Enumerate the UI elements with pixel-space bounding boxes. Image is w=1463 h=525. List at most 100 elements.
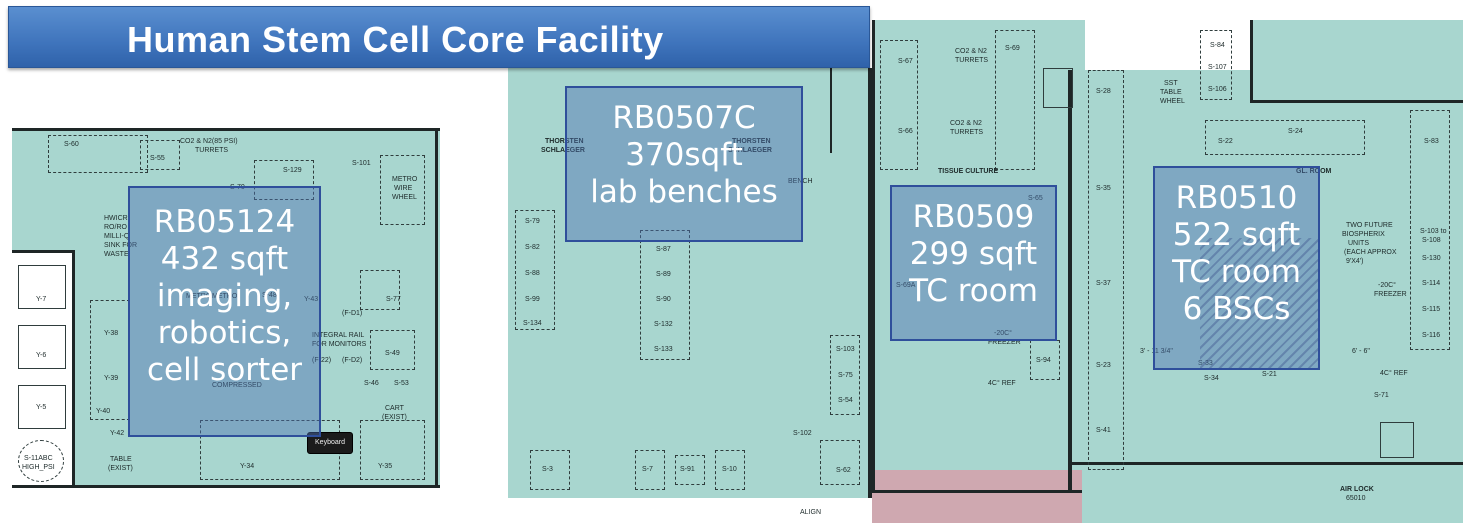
plan-label: Y-5 bbox=[36, 404, 47, 411]
plan-label: S-69A bbox=[896, 282, 916, 289]
plan-label: RO/RO bbox=[104, 224, 127, 231]
title-banner: Human Stem Cell Core Facility bbox=[8, 6, 870, 68]
plan-label: S-22 bbox=[1218, 138, 1233, 145]
plan-label: S-101 bbox=[352, 160, 371, 167]
plan-label: SST bbox=[1164, 80, 1178, 87]
room-area: 299 sqft bbox=[909, 236, 1038, 272]
bench-outline bbox=[48, 135, 148, 173]
plan-label: CO2 & N2(85 PSI) bbox=[180, 138, 238, 145]
wall bbox=[872, 490, 1082, 493]
bench-outline bbox=[254, 160, 314, 200]
floor-plan-right bbox=[872, 20, 1463, 523]
plan-label: S-21 bbox=[1262, 371, 1277, 378]
corridor-area bbox=[872, 470, 1082, 523]
bench-outline bbox=[1410, 110, 1450, 350]
plan-label: S-82 bbox=[525, 244, 540, 251]
plan-label: SINK FOR bbox=[104, 242, 138, 249]
plan-label: Y-39 bbox=[104, 375, 119, 382]
plan-label: SCHLAEGER bbox=[728, 147, 772, 154]
wall bbox=[1250, 100, 1463, 103]
room-area: 522 sqft bbox=[1172, 217, 1301, 253]
bench-outline bbox=[90, 300, 130, 420]
room-rb0507c[interactable]: RB0507C 370sqft lab benches bbox=[565, 86, 803, 242]
plan-label: SCHLAEGER bbox=[541, 147, 585, 154]
plan-label: S-108 bbox=[1422, 237, 1441, 244]
plan-label: TURRETS bbox=[195, 147, 229, 154]
plan-label: Y-40 bbox=[96, 408, 111, 415]
room-number: RB0509 bbox=[912, 199, 1035, 235]
equipment bbox=[18, 325, 66, 369]
bench-outline bbox=[995, 30, 1035, 170]
equipment bbox=[18, 385, 66, 429]
plan-label: S-91 bbox=[680, 466, 695, 473]
plan-label: S-46 bbox=[364, 380, 379, 387]
room-use: TC room bbox=[909, 273, 1038, 309]
room-rb0509[interactable]: RB0509 299 sqft TC room bbox=[890, 185, 1057, 341]
plan-label: S-49 bbox=[385, 350, 400, 357]
plan-label: S-99 bbox=[525, 296, 540, 303]
plan-label: S-115 bbox=[1422, 306, 1441, 313]
plan-label: S-55 bbox=[150, 155, 165, 162]
bench-outline bbox=[820, 440, 860, 485]
bench-outline bbox=[880, 40, 918, 170]
hatched-area bbox=[1200, 238, 1320, 368]
plan-label: S-7 bbox=[642, 466, 653, 473]
equipment bbox=[18, 265, 66, 309]
plan-label: TABLE bbox=[1160, 89, 1182, 96]
bench-outline bbox=[675, 455, 705, 485]
plan-label: S-3 bbox=[542, 466, 553, 473]
plan-label: S-10 bbox=[722, 466, 737, 473]
plan-label: METRO bbox=[186, 293, 212, 300]
room-number: RB05124 bbox=[153, 204, 296, 240]
plan-label: BIOSPHERIX bbox=[1342, 231, 1385, 238]
plan-label: S-84 bbox=[1210, 42, 1225, 49]
plan-label: S-54 bbox=[838, 397, 853, 404]
plan-label: Y-6 bbox=[36, 352, 47, 359]
plan-label: S-60 bbox=[64, 141, 79, 148]
plan-label: S-106 bbox=[1208, 86, 1227, 93]
wall bbox=[72, 250, 75, 488]
plan-label: Y-34 bbox=[240, 463, 255, 470]
bench-outline bbox=[1200, 30, 1232, 100]
plan-label: CO2 & N2 bbox=[950, 120, 982, 127]
plan-label: INTEGRAL RAIL bbox=[312, 332, 365, 339]
room-use: robotics, bbox=[157, 315, 292, 351]
plan-label: S-69 bbox=[1005, 45, 1020, 52]
keyboard-tooltip[interactable]: Keyboard bbox=[307, 432, 353, 454]
wall bbox=[12, 128, 440, 131]
plan-label: Y-7 bbox=[36, 296, 47, 303]
plan-label: TURRETS bbox=[955, 57, 989, 64]
bench-outline bbox=[530, 450, 570, 490]
floor-plan-left bbox=[12, 128, 440, 488]
elevator-shaft bbox=[1380, 422, 1414, 458]
wall bbox=[12, 250, 75, 253]
plan-label: Y-42 bbox=[110, 430, 125, 437]
plan-label: S-77 bbox=[386, 296, 401, 303]
plan-label: (F-D2) bbox=[342, 357, 363, 364]
plan-label: Y-43 bbox=[304, 296, 319, 303]
plan-label: S-28 bbox=[1096, 88, 1111, 95]
corridor-strip bbox=[1085, 20, 1253, 70]
wall bbox=[12, 485, 440, 488]
plan-label: S-65 bbox=[1028, 195, 1043, 202]
bench-outline bbox=[830, 335, 860, 415]
plan-label: 65010 bbox=[1346, 495, 1366, 502]
room-use: imaging, bbox=[156, 278, 293, 314]
room-rb05124[interactable]: RB05124 432 sqft imaging, robotics, cell… bbox=[128, 186, 321, 437]
room-use: lab benches bbox=[590, 174, 778, 210]
room-rb0510[interactable]: RB0510 522 sqft TC room 6 BSCs bbox=[1153, 166, 1320, 370]
plan-label: S-66 bbox=[898, 128, 913, 135]
plan-label: (EXIST) bbox=[108, 465, 133, 472]
room-use: 6 BSCs bbox=[1182, 291, 1291, 327]
plan-label: GL. ROOM bbox=[1296, 168, 1332, 175]
wall bbox=[872, 20, 875, 490]
plan-label: THORSTEN bbox=[545, 138, 584, 145]
page-title: Human Stem Cell Core Facility bbox=[127, 19, 664, 60]
plan-label: (EACH APPROX bbox=[1344, 249, 1397, 256]
plan-label: S-53 bbox=[394, 380, 409, 387]
plan-label: WIRE bbox=[394, 185, 413, 192]
room-area: 370sqft bbox=[625, 137, 743, 173]
bench-outline bbox=[1088, 70, 1124, 470]
plan-label: S-71 bbox=[1374, 392, 1389, 399]
plan-label: S-41 bbox=[1096, 427, 1111, 434]
